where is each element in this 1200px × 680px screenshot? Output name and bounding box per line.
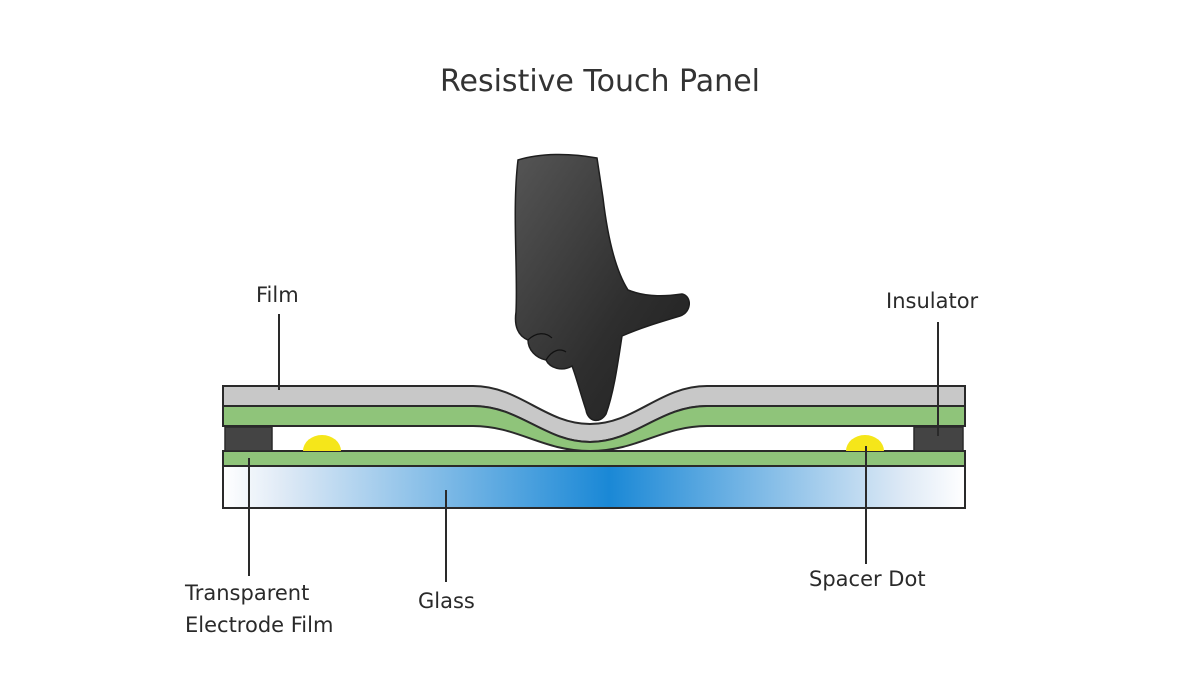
hand-knuckle-lines (527, 333, 567, 361)
spacer-dot-right (846, 435, 884, 451)
page-title: Resistive Touch Panel (440, 64, 760, 99)
lower-electrode-film (222, 450, 966, 467)
label-transparent-electrode-line2: Electrode Film (185, 613, 334, 637)
label-spacer-dot: Spacer Dot (809, 567, 926, 591)
insulator-left (224, 426, 273, 452)
label-insulator: Insulator (886, 289, 979, 313)
label-glass: Glass (418, 589, 475, 613)
glass-layer (222, 465, 966, 509)
pointing-hand-icon (514, 153, 690, 422)
label-transparent-electrode-line1: Transparent (185, 581, 310, 605)
label-film: Film (256, 283, 299, 307)
spacer-dot-left (303, 435, 341, 451)
upper-electrode-film (222, 405, 966, 453)
